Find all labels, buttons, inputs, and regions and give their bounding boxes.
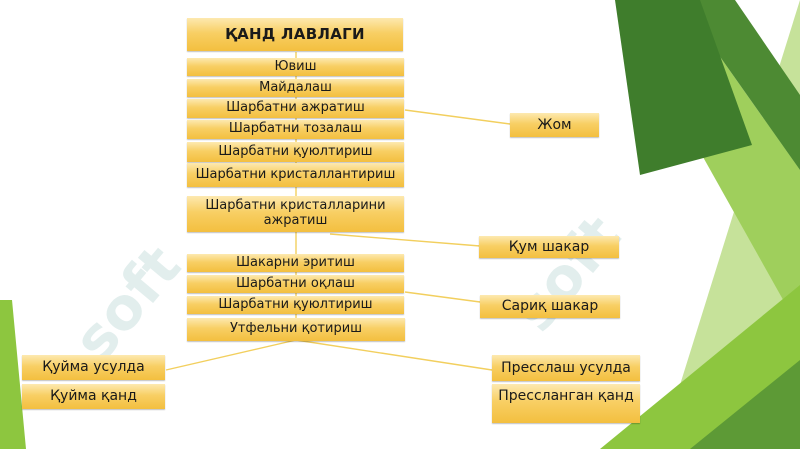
step-juice-thickening-2: Шарбатни қуюлтириш bbox=[187, 296, 404, 314]
branch-left-product: Қуйма қанд bbox=[22, 384, 165, 409]
step-massecuite-hardening: Утфельни қотириш bbox=[187, 318, 405, 341]
green-facet-dark bbox=[615, 0, 752, 175]
step-crystal-separation: Шарбатни кристалларини ажратиш bbox=[187, 196, 404, 232]
green-facet-left bbox=[0, 300, 26, 449]
line-to-right-method bbox=[295, 339, 493, 371]
step-sugar-dissolving: Шакарни эритиш bbox=[187, 254, 404, 272]
line-to-sarik-shakar bbox=[404, 291, 481, 303]
step-juice-bleaching: Шарбатни оқлаш bbox=[187, 275, 404, 293]
line-to-left-method bbox=[165, 339, 297, 371]
branch-left-method: Қуйма усулда bbox=[22, 355, 165, 380]
branch-right-product: Прессланган қанд bbox=[492, 384, 640, 423]
step-juice-purification: Шарбатни тозалаш bbox=[187, 120, 404, 139]
step-juice-extraction: Шарбатни ажратиш bbox=[187, 99, 404, 118]
step-washing: Ювиш bbox=[187, 58, 404, 76]
branch-right-method: Пресслаш усулда bbox=[492, 355, 640, 381]
output-kum-shakar: Қум шакар bbox=[479, 236, 619, 258]
step-juice-thickening: Шарбатни қуюлтириш bbox=[187, 142, 404, 162]
output-sarik-shakar: Сариқ шакар bbox=[480, 295, 620, 318]
step-crystallization: Шарбатни кристаллантириш bbox=[187, 163, 404, 187]
diagram-title: ҚАНД ЛАВЛАГИ bbox=[187, 18, 403, 51]
line-to-kum-shakar bbox=[329, 233, 481, 247]
green-facet-bottom-dark bbox=[690, 360, 800, 449]
output-zhom: Жом bbox=[510, 113, 599, 137]
step-grinding: Майдалаш bbox=[187, 79, 404, 97]
line-to-zhom bbox=[404, 109, 511, 125]
